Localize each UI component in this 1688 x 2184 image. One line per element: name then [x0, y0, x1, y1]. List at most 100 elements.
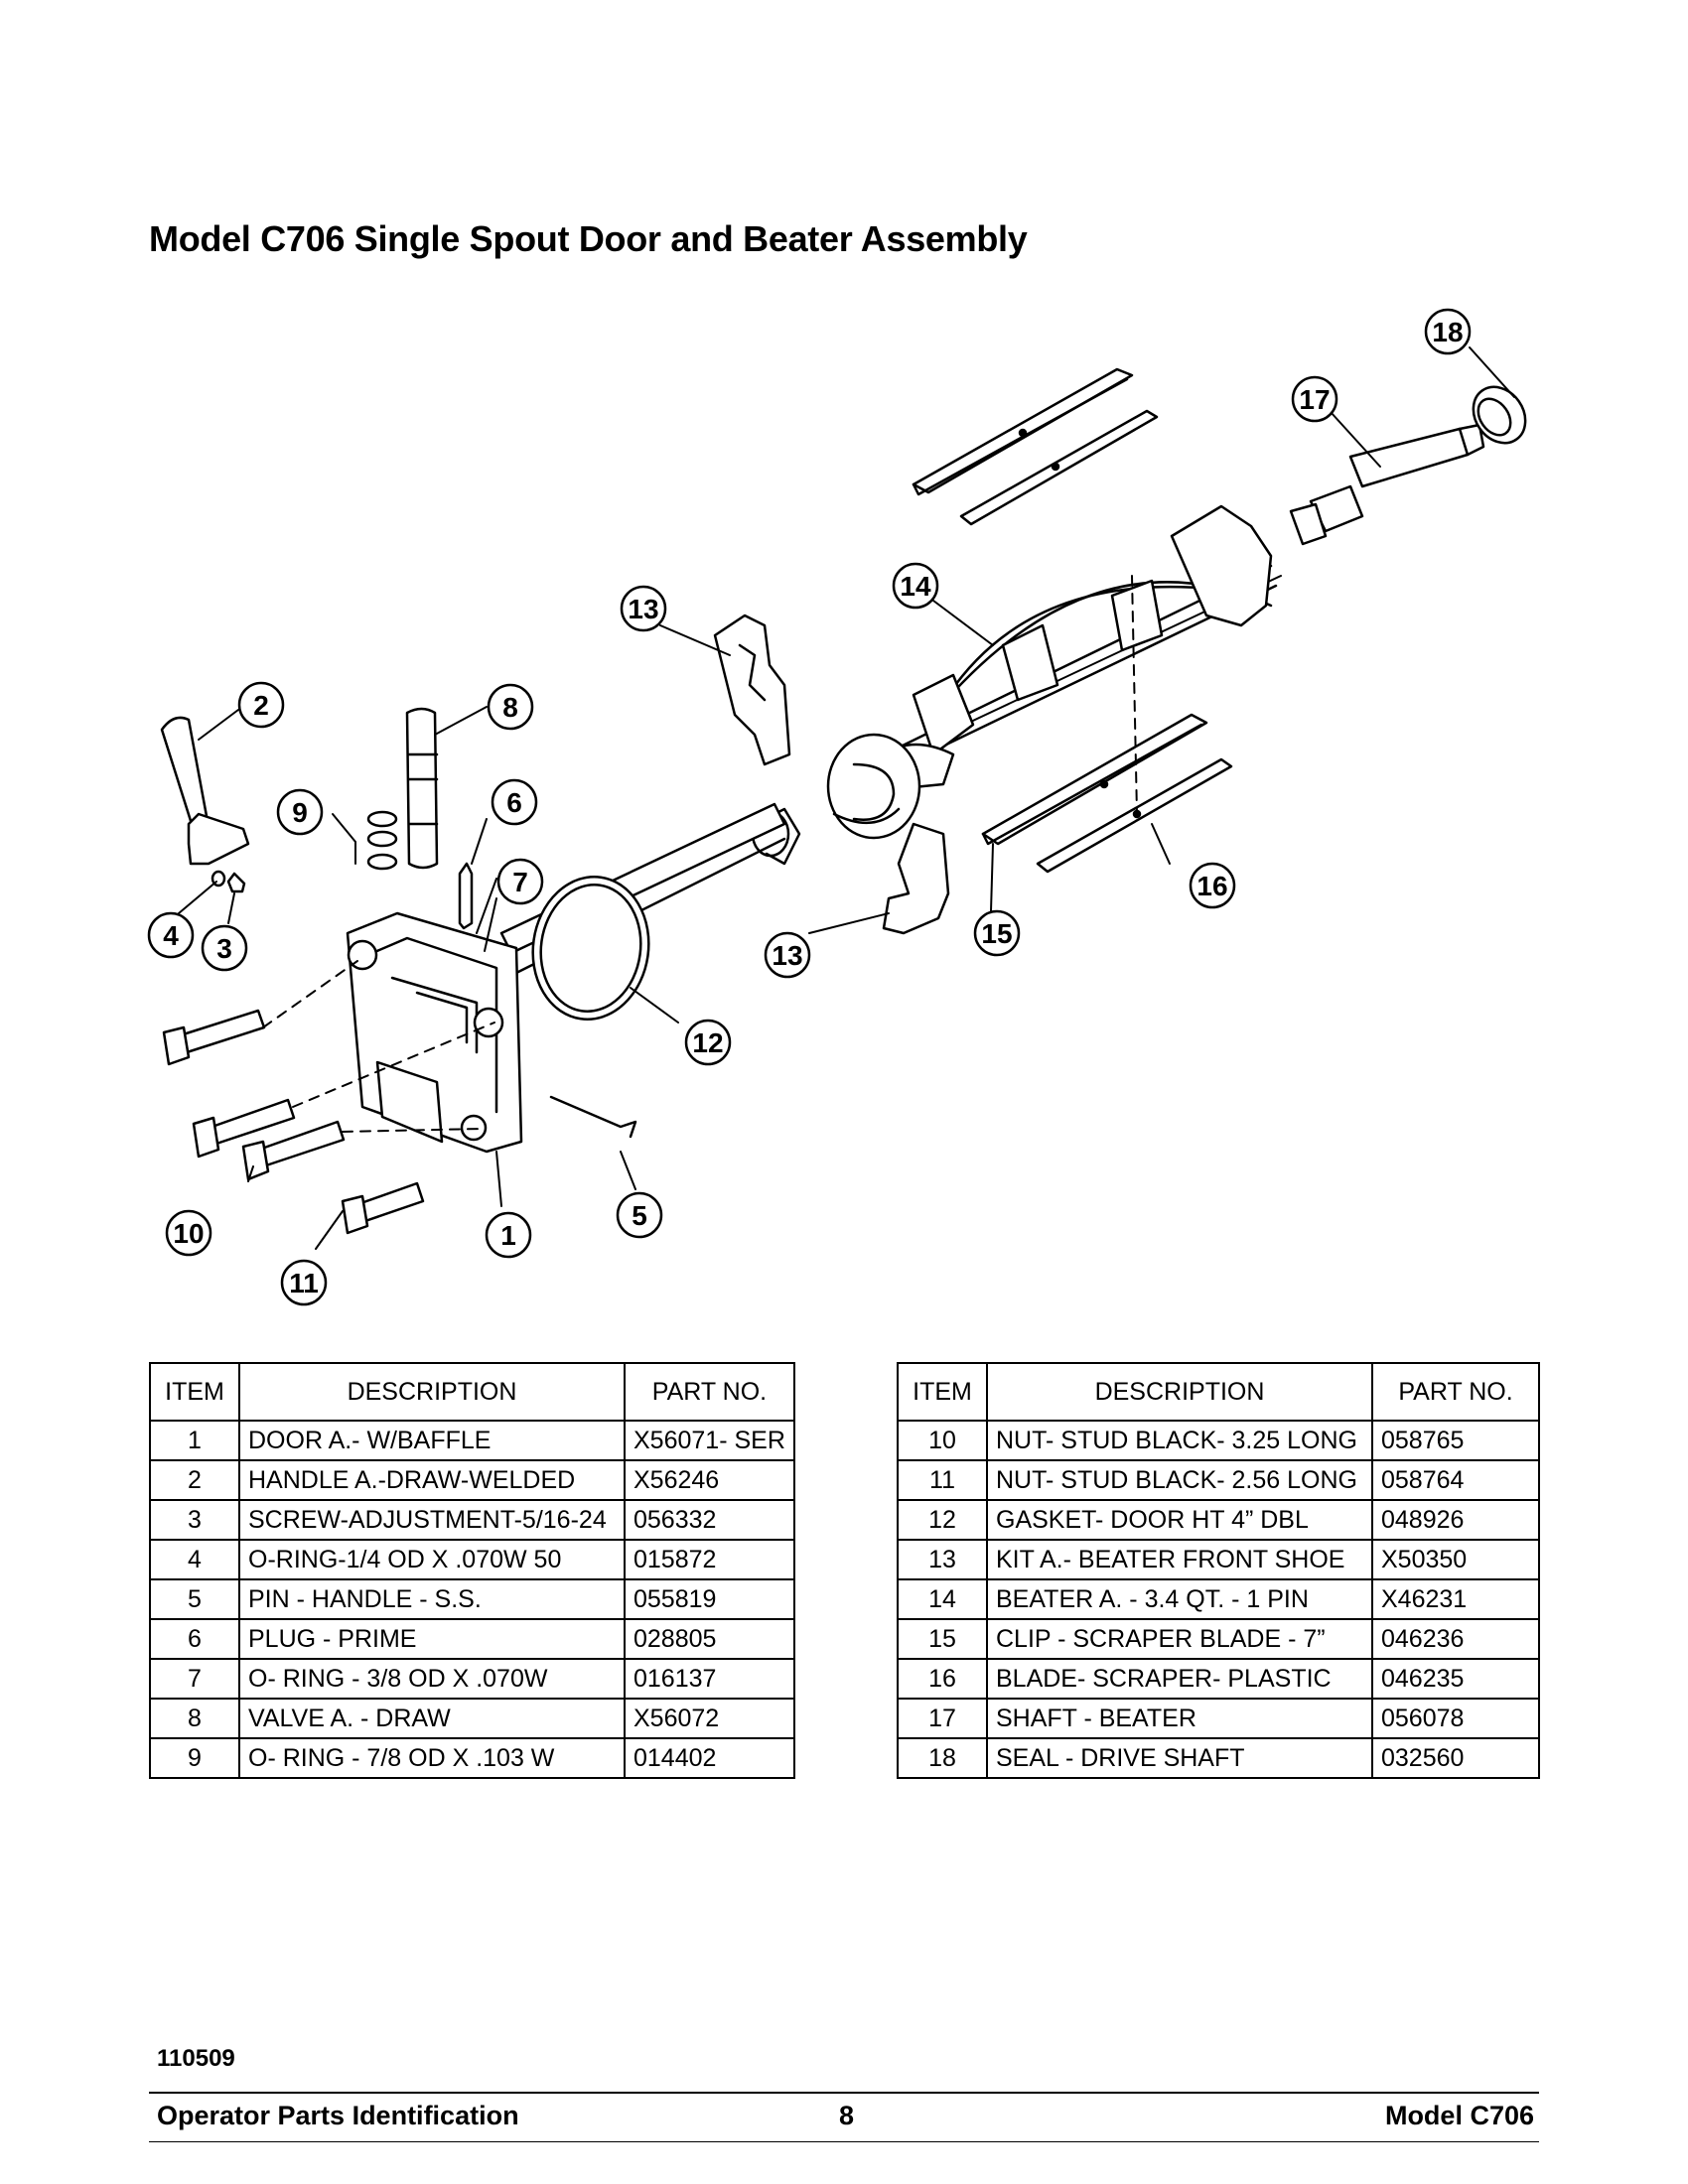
- svg-text:8: 8: [502, 692, 518, 723]
- item-number: 11: [897, 1459, 988, 1501]
- callout-6: 6: [491, 778, 538, 826]
- svg-text:1: 1: [500, 1220, 516, 1251]
- beater-front-shoe-upper: [713, 614, 791, 766]
- item-description: NUT- STUD BLACK- 3.25 LONG: [986, 1420, 1373, 1461]
- item-description: BLADE- SCRAPER- PLASTIC: [986, 1658, 1373, 1700]
- item-description: KIT A.- BEATER FRONT SHOE: [986, 1539, 1373, 1580]
- item-part-number: 014402: [624, 1737, 795, 1779]
- item-description: O- RING - 7/8 OD X .103 W: [238, 1737, 626, 1779]
- svg-text:6: 6: [506, 787, 522, 818]
- footer-section-title: Operator Parts Identification: [157, 2101, 519, 2130]
- drive-shaft-seal: [1472, 385, 1527, 445]
- column-header-part-no: PART NO.: [624, 1362, 795, 1422]
- svg-text:13: 13: [628, 594, 658, 624]
- item-description: GASKET- DOOR HT 4” DBL: [986, 1499, 1373, 1541]
- item-description: PLUG - PRIME: [238, 1618, 626, 1660]
- callout-18: 18: [1424, 308, 1472, 355]
- column-header-description: DESCRIPTION: [238, 1362, 626, 1422]
- item-number: 7: [149, 1658, 240, 1700]
- callout-9: 9: [276, 788, 324, 836]
- item-number: 12: [897, 1499, 988, 1541]
- upper-scraper-blade: [912, 367, 1159, 526]
- footer-rule-bottom: [149, 2141, 1539, 2142]
- item-part-number: 032560: [1371, 1737, 1540, 1779]
- item-part-number: 055819: [624, 1578, 795, 1620]
- item-number: 17: [897, 1698, 988, 1739]
- dashed-guides: [262, 575, 1138, 1133]
- item-description: PIN - HANDLE - S.S.: [238, 1578, 626, 1620]
- svg-text:18: 18: [1432, 317, 1463, 347]
- item-number: 14: [897, 1578, 988, 1620]
- item-number: 8: [149, 1698, 240, 1739]
- item-number: 2: [149, 1459, 240, 1501]
- item-description: HANDLE A.-DRAW-WELDED: [238, 1459, 626, 1501]
- item-part-number: X46231: [1371, 1578, 1540, 1620]
- item-part-number: 046235: [1371, 1658, 1540, 1700]
- draw-valve: [405, 707, 439, 870]
- svg-text:5: 5: [632, 1200, 647, 1231]
- item-part-number: 016137: [624, 1658, 795, 1700]
- item-part-number: 048926: [1371, 1499, 1540, 1541]
- beater-front-shoe-lower: [882, 822, 950, 935]
- item-number: 6: [149, 1618, 240, 1660]
- page-title: Model C706 Single Spout Door and Beater …: [149, 218, 1028, 259]
- beater-shaft: [1289, 423, 1485, 546]
- item-number: 4: [149, 1539, 240, 1580]
- item-part-number: 058764: [1371, 1459, 1540, 1501]
- item-part-number: 058765: [1371, 1420, 1540, 1461]
- item-description: SHAFT - BEATER: [986, 1698, 1373, 1739]
- item-part-number: 015872: [624, 1539, 795, 1580]
- callout-7: 7: [496, 858, 544, 905]
- table-header-row: ITEM DESCRIPTION PART NO.: [897, 1362, 1540, 1422]
- column-header-description: DESCRIPTION: [986, 1362, 1373, 1422]
- document-code: 110509: [157, 2045, 235, 2072]
- svg-text:4: 4: [163, 920, 179, 951]
- svg-text:7: 7: [512, 867, 528, 897]
- callout-16: 16: [1189, 862, 1236, 909]
- callout-markers: 18 17 14 13 2 8 9 6 7 4 3 13 15 16 12 10…: [147, 308, 1472, 1306]
- leader-lines: [178, 346, 1515, 1250]
- handle-pin: [549, 1095, 637, 1139]
- callout-11: 11: [280, 1259, 328, 1306]
- callout-8: 8: [487, 683, 534, 731]
- draw-valve-o-rings: [366, 810, 398, 871]
- svg-text:3: 3: [216, 933, 232, 964]
- svg-text:15: 15: [981, 918, 1012, 949]
- page-number: 8: [839, 2101, 855, 2130]
- item-description: NUT- STUD BLACK- 2.56 LONG: [986, 1459, 1373, 1501]
- svg-text:17: 17: [1299, 384, 1330, 415]
- callout-3: 3: [201, 924, 248, 972]
- svg-text:13: 13: [772, 940, 802, 971]
- item-number: 13: [897, 1539, 988, 1580]
- svg-text:11: 11: [289, 1268, 319, 1298]
- footer-rule-top: [149, 2092, 1539, 2094]
- item-part-number: X56071- SER: [624, 1420, 795, 1461]
- item-part-number: X56072: [624, 1698, 795, 1739]
- callout-2: 2: [237, 681, 285, 729]
- prime-plug: [458, 862, 474, 930]
- svg-text:10: 10: [173, 1218, 204, 1249]
- draw-handle: [160, 716, 250, 893]
- item-part-number: 046236: [1371, 1618, 1540, 1660]
- beater-assembly: [826, 504, 1282, 840]
- item-number: 15: [897, 1618, 988, 1660]
- item-description: VALVE A. - DRAW: [238, 1698, 626, 1739]
